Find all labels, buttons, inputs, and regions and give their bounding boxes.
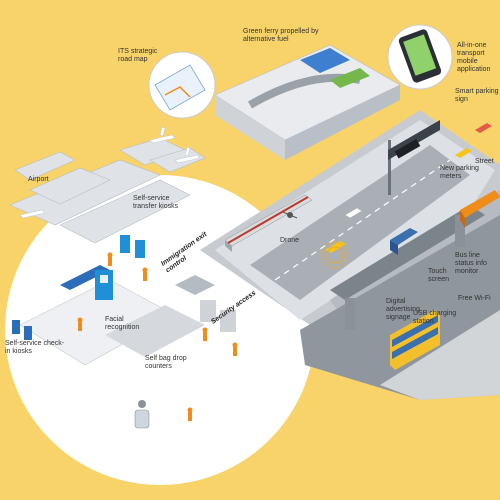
overhead-gantry	[388, 120, 440, 195]
label-green-ferry: Green ferry propelled by alternative fue…	[243, 28, 319, 43]
label-bus-status: Bus line status info monitor	[455, 252, 487, 275]
train	[224, 194, 313, 252]
label-smart-parking: Smart parking sign	[455, 88, 499, 103]
label-its-map: ITS strategic road map	[118, 48, 158, 63]
label-digital-signage: Digital advertising signage	[386, 298, 420, 321]
mobile-app-bubble	[387, 24, 453, 90]
label-usb-charging: USB charging station	[413, 310, 457, 325]
double-decker-bus	[390, 310, 440, 370]
label-new-parking-meters: New parking meters	[440, 165, 479, 180]
label-facial-recognition: Facial recognition	[105, 316, 140, 331]
airport-planes	[19, 126, 201, 219]
city-platform	[200, 110, 500, 400]
truck	[390, 228, 418, 255]
label-self-service-transfer: Self-service transfer kiosks	[133, 195, 179, 210]
label-mobile-app: All-in-one transport mobile application	[457, 42, 491, 73]
label-airport: Airport	[28, 176, 49, 183]
label-drone: Drone	[280, 237, 300, 244]
label-free-wifi: Free Wi-Fi	[458, 295, 491, 302]
label-street: Street	[475, 158, 494, 165]
airport-terminal	[9, 137, 206, 244]
wifi-waves	[321, 241, 349, 269]
label-self-bag-drop: Self bag drop counters	[145, 355, 187, 370]
ferry-terminal-building	[214, 44, 401, 160]
its-map-bubble	[148, 51, 216, 119]
elevated-road	[330, 205, 485, 330]
label-touch-screen: Touch screen	[428, 268, 450, 283]
drone	[282, 211, 298, 219]
label-self-service-checkin: Self-service check-in kiosks	[5, 340, 65, 355]
airport-interior	[12, 235, 238, 429]
orange-bus	[460, 190, 500, 228]
